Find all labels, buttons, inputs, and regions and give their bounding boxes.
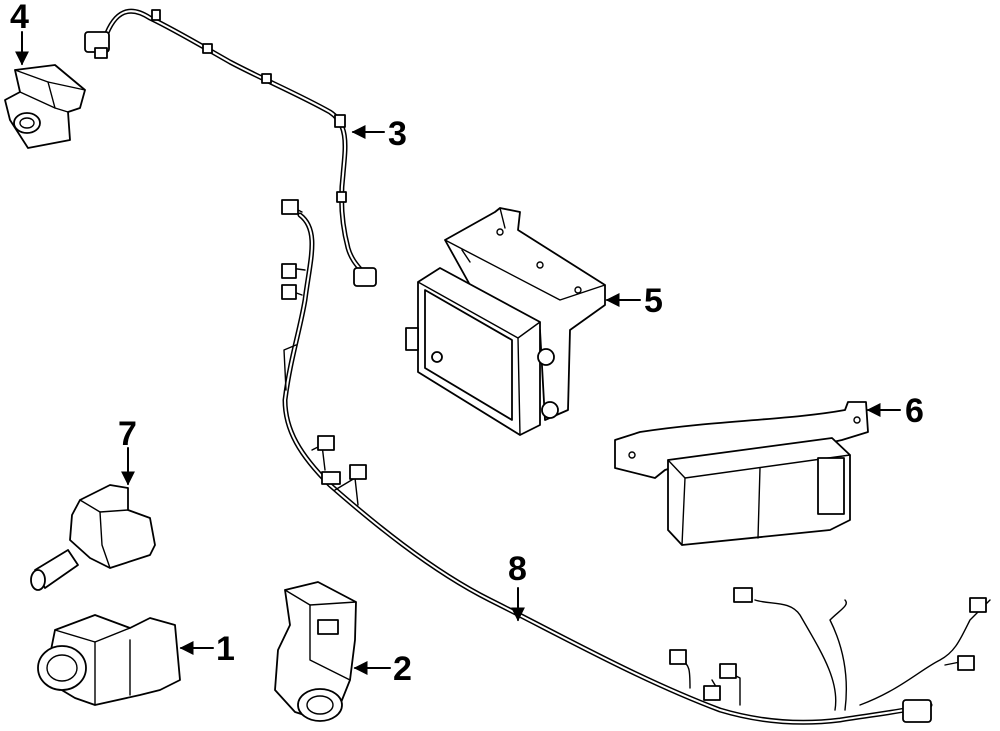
connector-tab	[94, 47, 108, 59]
sensor-part-1	[37, 614, 181, 706]
clip	[261, 73, 272, 84]
wiring-harness-main	[281, 199, 991, 725]
connector	[902, 699, 932, 723]
sensor-module	[614, 401, 869, 546]
connector	[719, 663, 737, 679]
connector	[321, 471, 341, 485]
connector	[957, 655, 975, 671]
module-connector	[817, 457, 845, 515]
callout-number-1: 1	[216, 630, 235, 668]
clip	[202, 43, 213, 54]
connector	[349, 464, 367, 480]
sensor-part-2	[274, 581, 357, 722]
callout-labels: 4 3 5 6 7 8 1 2	[10, 0, 924, 688]
connector	[733, 587, 753, 603]
connector	[969, 597, 987, 613]
callout-number-3: 3	[388, 115, 407, 153]
module-connector	[405, 327, 419, 351]
callout-number-4: 4	[10, 0, 29, 36]
connector	[353, 267, 377, 287]
connector	[281, 263, 297, 279]
callout-number-8: 8	[508, 550, 527, 588]
connector	[281, 199, 299, 215]
sensor-part-7	[30, 484, 156, 591]
wiring-harness-upper	[84, 8, 377, 287]
connector	[281, 284, 297, 300]
connector	[703, 685, 721, 701]
callout-number-5: 5	[644, 282, 663, 320]
callout-arrows	[15, 31, 901, 675]
clip	[151, 9, 161, 21]
clip	[336, 191, 347, 203]
camera-part	[4, 64, 86, 149]
callout-number-7: 7	[118, 415, 137, 453]
connector	[669, 649, 687, 665]
connector	[317, 435, 335, 451]
clip	[334, 114, 346, 128]
callout-number-6: 6	[905, 392, 924, 430]
callout-number-2: 2	[393, 650, 412, 688]
control-module	[405, 207, 606, 436]
